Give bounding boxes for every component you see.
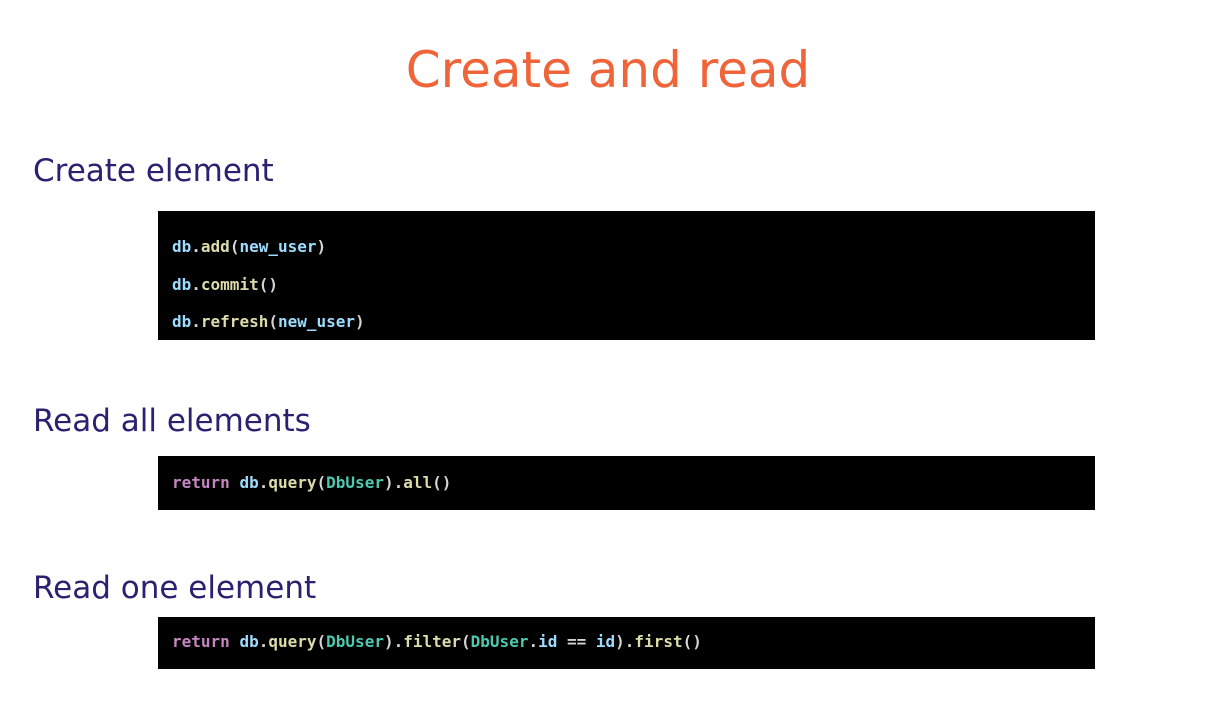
code-token: (: [316, 632, 327, 651]
code-token: .: [258, 473, 269, 492]
code-line: return db.query(DbUser).all(): [172, 473, 1095, 493]
code-token: .: [528, 632, 539, 651]
code-token: DbUser: [326, 632, 384, 651]
code-token: db: [239, 632, 259, 651]
code-token: db: [172, 274, 192, 294]
code-token: query: [268, 473, 317, 492]
code-token: .: [191, 312, 201, 331]
code-line: return db.query(DbUser).filter(DbUser.id…: [172, 632, 1095, 652]
code-token: ).: [383, 473, 404, 492]
code-token: (): [432, 473, 452, 492]
code-token: ).: [615, 632, 635, 651]
code-token: db: [172, 237, 192, 256]
heading-read-all: Read all elements: [33, 403, 311, 439]
slide-title: Create and read: [405, 41, 811, 99]
code-token: new_user: [239, 237, 317, 256]
code-token: ).: [383, 632, 404, 651]
code-token: (: [316, 473, 327, 492]
code-token: id: [595, 632, 616, 651]
code-token: (: [461, 632, 471, 651]
code-token: id: [538, 632, 558, 651]
code-token: (: [268, 312, 278, 331]
code-token: return: [172, 473, 230, 492]
code-token: ==: [557, 632, 596, 651]
code-token: DbUser: [326, 473, 384, 492]
code-block-create: db.add(new_user)db.commit()db.refresh(ne…: [158, 211, 1095, 340]
code-token: db: [172, 312, 192, 331]
code-token: query: [268, 632, 317, 651]
code-token: .: [191, 237, 201, 256]
code-token: [230, 473, 240, 492]
code-line: db.refresh(new_user): [172, 303, 1095, 341]
code-line: db.add(new_user): [172, 228, 1095, 266]
code-line: db.commit(): [172, 266, 1095, 304]
code-token: [230, 632, 240, 651]
code-token: refresh: [200, 312, 269, 331]
code-token: .: [191, 274, 201, 294]
heading-read-one: Read one element: [33, 570, 317, 606]
code-token: db: [239, 473, 259, 492]
code-token: DbUser: [470, 632, 529, 651]
code-token: filter: [403, 632, 462, 651]
code-token: (): [258, 274, 278, 294]
code-token: (: [229, 237, 240, 256]
code-token: commit: [200, 274, 259, 294]
heading-create-element: Create element: [33, 153, 274, 189]
code-token: return: [172, 632, 230, 651]
code-token: ): [316, 237, 327, 256]
code-token: first: [634, 632, 683, 651]
code-block-read-one: return db.query(DbUser).filter(DbUser.id…: [158, 617, 1095, 669]
code-token: add: [200, 237, 230, 256]
code-token: .: [258, 632, 269, 651]
code-token: all: [403, 473, 433, 492]
code-token: ): [355, 312, 365, 331]
code-block-read-all: return db.query(DbUser).all(): [158, 456, 1095, 510]
code-token: (): [682, 632, 702, 651]
code-token: new_user: [277, 312, 356, 331]
